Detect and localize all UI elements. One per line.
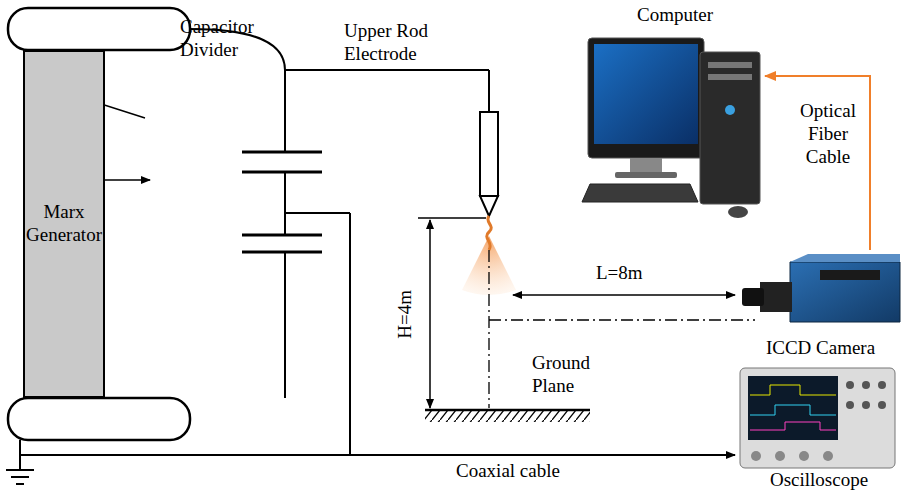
spark-channel	[487, 216, 492, 250]
edge-label: Optical Fiber Cable	[792, 100, 864, 168]
component-label: Ground Plane	[532, 352, 602, 398]
iccd-camera: ICCD Camera	[738, 250, 903, 360]
rod-electrode	[480, 112, 498, 216]
cable-label: Coaxial cable	[456, 460, 596, 483]
oscilloscope-icon	[740, 368, 895, 468]
ground-symbol	[6, 440, 735, 484]
dimension-label: H=4m	[394, 290, 417, 339]
dimension-label: L=8m	[596, 262, 676, 285]
computer: Computer	[585, 4, 765, 209]
component-label: Capacitor Divider	[180, 16, 272, 62]
height-dimension	[418, 218, 486, 408]
iccd-camera-icon	[742, 254, 900, 322]
marx-top-cap	[8, 8, 190, 50]
node-text: Oscilloscope	[770, 469, 868, 492]
oscilloscope: Oscilloscope	[735, 364, 903, 492]
optical-fiber-connector	[765, 76, 870, 250]
component-label: Upper Rod Electrode	[344, 20, 444, 66]
computer-icon	[582, 38, 760, 218]
axis-lines	[489, 250, 755, 408]
node-text: Marx Generator	[25, 201, 103, 247]
hv-lead	[190, 29, 489, 455]
capacitor-plates	[242, 152, 322, 252]
ground-plane	[425, 410, 590, 422]
marx-bottom-cap	[8, 398, 190, 440]
marx-generator-column: Marx Generator	[23, 50, 105, 398]
length-dimension	[513, 294, 735, 296]
node-text: Computer	[637, 4, 713, 27]
node-text: ICCD Camera	[766, 337, 875, 360]
